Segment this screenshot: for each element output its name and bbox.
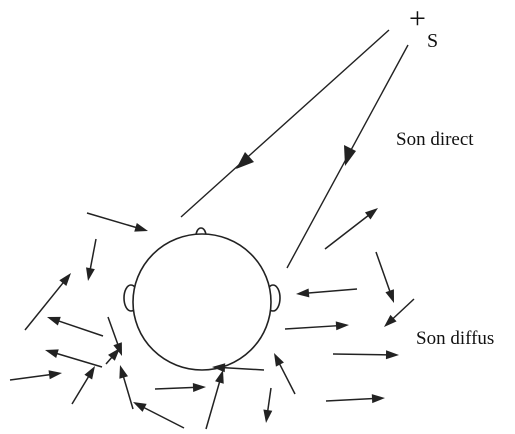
diffuse-arrow-shaft bbox=[278, 362, 296, 395]
diffuse-arrowhead bbox=[215, 370, 224, 384]
diffuse-arrow bbox=[375, 251, 394, 303]
diffuse-arrow bbox=[105, 348, 120, 365]
diffuse-arrowhead bbox=[133, 402, 147, 412]
diffuse-arrow-shaft bbox=[284, 324, 339, 330]
diffuse-arrow-shaft bbox=[122, 375, 134, 410]
diffuse-arrow-shaft bbox=[142, 406, 185, 429]
diffuse-arrowhead bbox=[385, 289, 394, 303]
diffuse-arrow-shaft bbox=[86, 212, 138, 229]
sound-source: + S bbox=[409, 2, 438, 52]
diffuse-arrowhead bbox=[364, 208, 378, 220]
diffuse-arrowhead bbox=[384, 314, 397, 327]
diffuse-arrow-shaft bbox=[205, 380, 221, 430]
diffuse-arrowhead bbox=[86, 267, 95, 281]
direct-sound-label: Son direct bbox=[396, 129, 474, 150]
diffuse-arrow bbox=[24, 273, 71, 331]
diffuse-arrow-shaft bbox=[306, 288, 358, 294]
diffuse-arrowhead bbox=[134, 223, 148, 232]
diffuse-arrow bbox=[86, 212, 148, 232]
diffuse-arrowhead bbox=[212, 363, 226, 373]
diffuse-arrowhead bbox=[113, 342, 122, 356]
direct-ray-left bbox=[180, 29, 390, 218]
diffuse-arrow-shaft bbox=[375, 251, 392, 293]
diffuse-arrow-shaft bbox=[154, 386, 196, 390]
diffuse-arrowhead bbox=[335, 321, 349, 331]
diffuse-arrow bbox=[205, 370, 224, 430]
listener-head bbox=[123, 227, 281, 371]
head-outline bbox=[132, 233, 272, 371]
diffuse-arrowhead bbox=[296, 288, 310, 298]
diffuse-arrow bbox=[332, 350, 399, 360]
diffuse-arrow-shaft bbox=[107, 316, 119, 346]
diffuse-arrow bbox=[45, 349, 103, 368]
diffuse-arrow bbox=[212, 363, 265, 373]
diffuse-arrow bbox=[47, 316, 104, 337]
diffuse-arrow bbox=[325, 394, 385, 404]
diffuse-arrow bbox=[384, 298, 415, 327]
diffuse-arrow-shaft bbox=[57, 319, 104, 337]
diffuse-arrow-shaft bbox=[332, 353, 389, 356]
diffuse-arrow bbox=[86, 238, 97, 281]
diffuse-arrow bbox=[263, 387, 273, 423]
diffuse-arrowhead bbox=[59, 273, 71, 286]
diffuse-arrowhead bbox=[192, 383, 206, 393]
diffuse-arrow-shaft bbox=[266, 387, 272, 413]
diffuse-arrow bbox=[284, 321, 349, 331]
diffuse-arrow bbox=[296, 288, 358, 298]
diffuse-arrow bbox=[107, 316, 122, 356]
diffuse-arrow bbox=[9, 370, 62, 381]
diffuse-arrow bbox=[154, 383, 206, 393]
diffuse-arrow bbox=[274, 353, 296, 395]
diffuse-arrowhead bbox=[48, 370, 62, 380]
diffuse-arrow bbox=[119, 365, 134, 410]
diffuse-arrow-shaft bbox=[24, 281, 65, 331]
diffuse-arrow bbox=[324, 208, 378, 250]
diffuse-sound-arrows bbox=[9, 208, 415, 430]
direct-ray-left-arrowhead bbox=[236, 152, 254, 169]
diffuse-arrowhead bbox=[263, 409, 273, 423]
diffuse-arrow-shaft bbox=[222, 366, 265, 371]
diffuse-arrowhead bbox=[274, 353, 284, 367]
diffuse-arrowhead bbox=[385, 350, 399, 360]
diffuse-arrow bbox=[71, 366, 95, 405]
diffuse-arrow-shaft bbox=[89, 238, 97, 271]
diffuse-arrowhead bbox=[371, 394, 385, 404]
diffuse-arrow-shaft bbox=[324, 214, 370, 250]
diffuse-arrowhead bbox=[45, 349, 59, 359]
diffuse-arrow-shaft bbox=[71, 375, 90, 405]
diffuse-arrowhead bbox=[108, 348, 120, 361]
source-plus-symbol: + bbox=[409, 2, 426, 35]
diffuse-arrowhead bbox=[47, 316, 61, 326]
direct-ray-right-arrowhead bbox=[344, 145, 356, 166]
diffuse-arrow-shaft bbox=[55, 352, 103, 368]
diffuse-arrowhead bbox=[119, 365, 128, 379]
diffuse-arrow bbox=[133, 402, 185, 429]
source-label: S bbox=[427, 30, 438, 52]
diffuse-arrow-shaft bbox=[9, 373, 52, 381]
diffuse-arrow-shaft bbox=[391, 298, 415, 321]
diffuse-arrowhead bbox=[84, 366, 95, 380]
diffuse-sound-label: Son diffus bbox=[416, 328, 494, 349]
diffuse-arrow-shaft bbox=[325, 397, 375, 402]
direct-sound-rays bbox=[180, 29, 409, 269]
